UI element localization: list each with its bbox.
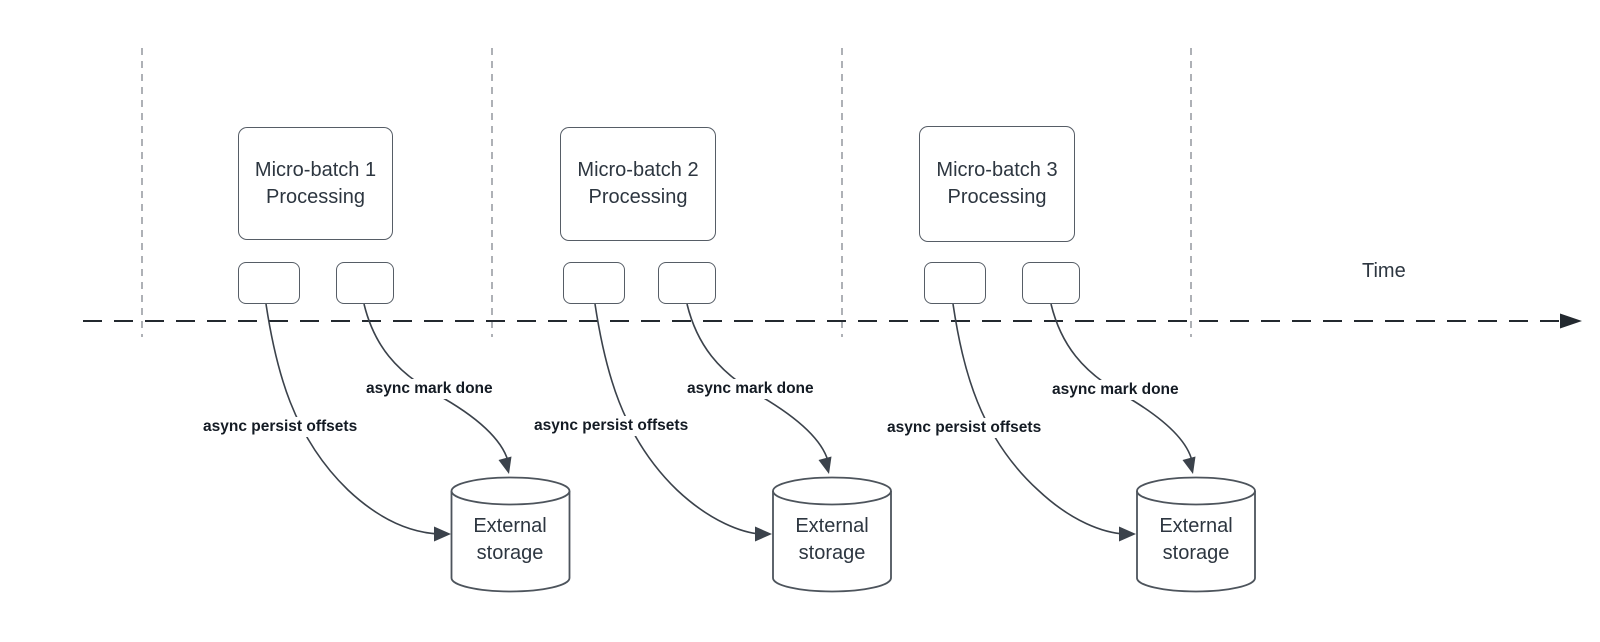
microbatch-1-mark-done-task-box xyxy=(336,262,394,304)
persist-offsets-label-2: async persist offsets xyxy=(531,416,692,436)
storage-cylinder-1 xyxy=(450,476,571,593)
microbatch-2-persist-task-box xyxy=(563,262,625,304)
microbatch-2-mark-done-task-box xyxy=(658,262,716,304)
external-storage-label-3: External storage xyxy=(1159,515,1233,564)
time-axis-arrowhead-icon xyxy=(1560,313,1582,329)
mark-done-label-2: async mark done xyxy=(684,379,817,399)
persist-offsets-arrow-3 xyxy=(952,303,1136,542)
connector-arrows xyxy=(265,303,1196,542)
microbatch-1-processing-box: Micro-batch 1 Processing xyxy=(238,127,393,240)
batch-boundary-guides xyxy=(141,48,1192,337)
persist-offsets-arrow-2 xyxy=(594,303,772,542)
persist-offsets-label-1: async persist offsets xyxy=(200,417,361,437)
mark-done-label-1: async mark done xyxy=(363,379,496,399)
mark-done-label-3: async mark done xyxy=(1049,380,1182,400)
microbatch-1-persist-task-box xyxy=(238,262,300,304)
storage-cylinder-3 xyxy=(1136,476,1256,593)
external-storage-label-1: External storage xyxy=(473,515,547,564)
microbatch-3-processing-box: Micro-batch 3 Processing xyxy=(919,126,1075,242)
persist-offsets-label-3: async persist offsets xyxy=(884,418,1045,438)
external-storage-label-2: External storage xyxy=(795,515,869,564)
storage-cylinders xyxy=(450,476,1256,593)
microbatch-3-mark-done-task-box xyxy=(1022,262,1080,304)
time-axis xyxy=(83,313,1582,329)
storage-cylinder-2 xyxy=(772,476,892,593)
persist-offsets-arrow-1 xyxy=(265,303,451,542)
time-axis-label: Time xyxy=(1362,260,1406,282)
microbatch-3-persist-task-box xyxy=(924,262,986,304)
microbatch-2-processing-box: Micro-batch 2 Processing xyxy=(560,127,716,241)
